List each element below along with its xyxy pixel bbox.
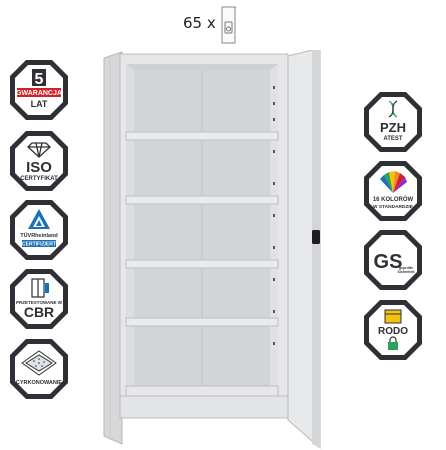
folder-icon (384, 309, 402, 324)
iso-title: ISO (26, 159, 52, 176)
gs-line1: geprüfte (399, 266, 413, 270)
badge-cyrkonowanie: CYRKONOWANIE (8, 337, 70, 401)
lock-icon (388, 336, 398, 350)
gs-icon: GS (374, 251, 403, 273)
badge-warranty: 5 GWARANCJA LAT (8, 58, 70, 122)
metal-cabinet (103, 50, 321, 450)
badge-colors: 16 KOLORÓW W STANDARDZIE (362, 159, 424, 223)
color-fan-icon (380, 171, 407, 193)
iso-caption: CERTYFIKAT (20, 176, 58, 182)
zirconium-icon (21, 350, 57, 376)
badge-cbr: PRZETESTOWANE W CBR (8, 267, 70, 331)
warranty-icon: 5 GWARANCJA LAT (10, 60, 68, 120)
warranty-ribbon: GWARANCJA (16, 90, 62, 97)
binder-icon (221, 6, 237, 44)
colors-line2: W STANDARDZIE (373, 204, 414, 210)
badge-pzh: PZH ATEST (362, 90, 424, 154)
badge-rodo: RODO (362, 298, 424, 362)
pzh-caption: ATEST (383, 136, 403, 142)
warranty-number: 5 (35, 71, 44, 88)
badge-tuv: TÜVRheinland CERTIFIZIERT (8, 198, 70, 262)
rodo-title: RODO (378, 326, 408, 337)
tuv-triangle-icon (28, 209, 50, 229)
binder-count-label: 65 x (183, 14, 216, 32)
tuv-certified: CERTIFIZIERT (22, 242, 56, 248)
tuv-brand: TÜVRheinland (20, 232, 58, 239)
cbr-title: CBR (24, 304, 54, 320)
dna-icon (388, 100, 398, 118)
diamond-icon (27, 142, 51, 158)
cbr-small-label: PRZETESTOWANE W (16, 300, 63, 305)
badge-iso: ISO CERTYFIKAT (8, 129, 70, 193)
warranty-unit: LAT (31, 99, 48, 109)
pzh-title: PZH (380, 120, 406, 135)
shelves (125, 131, 279, 397)
badge-gs: GS geprüfte Sicherheit (362, 228, 424, 292)
gs-line2: Sicherheit (398, 270, 416, 274)
cyrkon-caption: CYRKONOWANIE (16, 380, 62, 386)
cabinet-test-icon (31, 278, 49, 298)
colors-line1: 16 KOLORÓW (373, 195, 414, 203)
